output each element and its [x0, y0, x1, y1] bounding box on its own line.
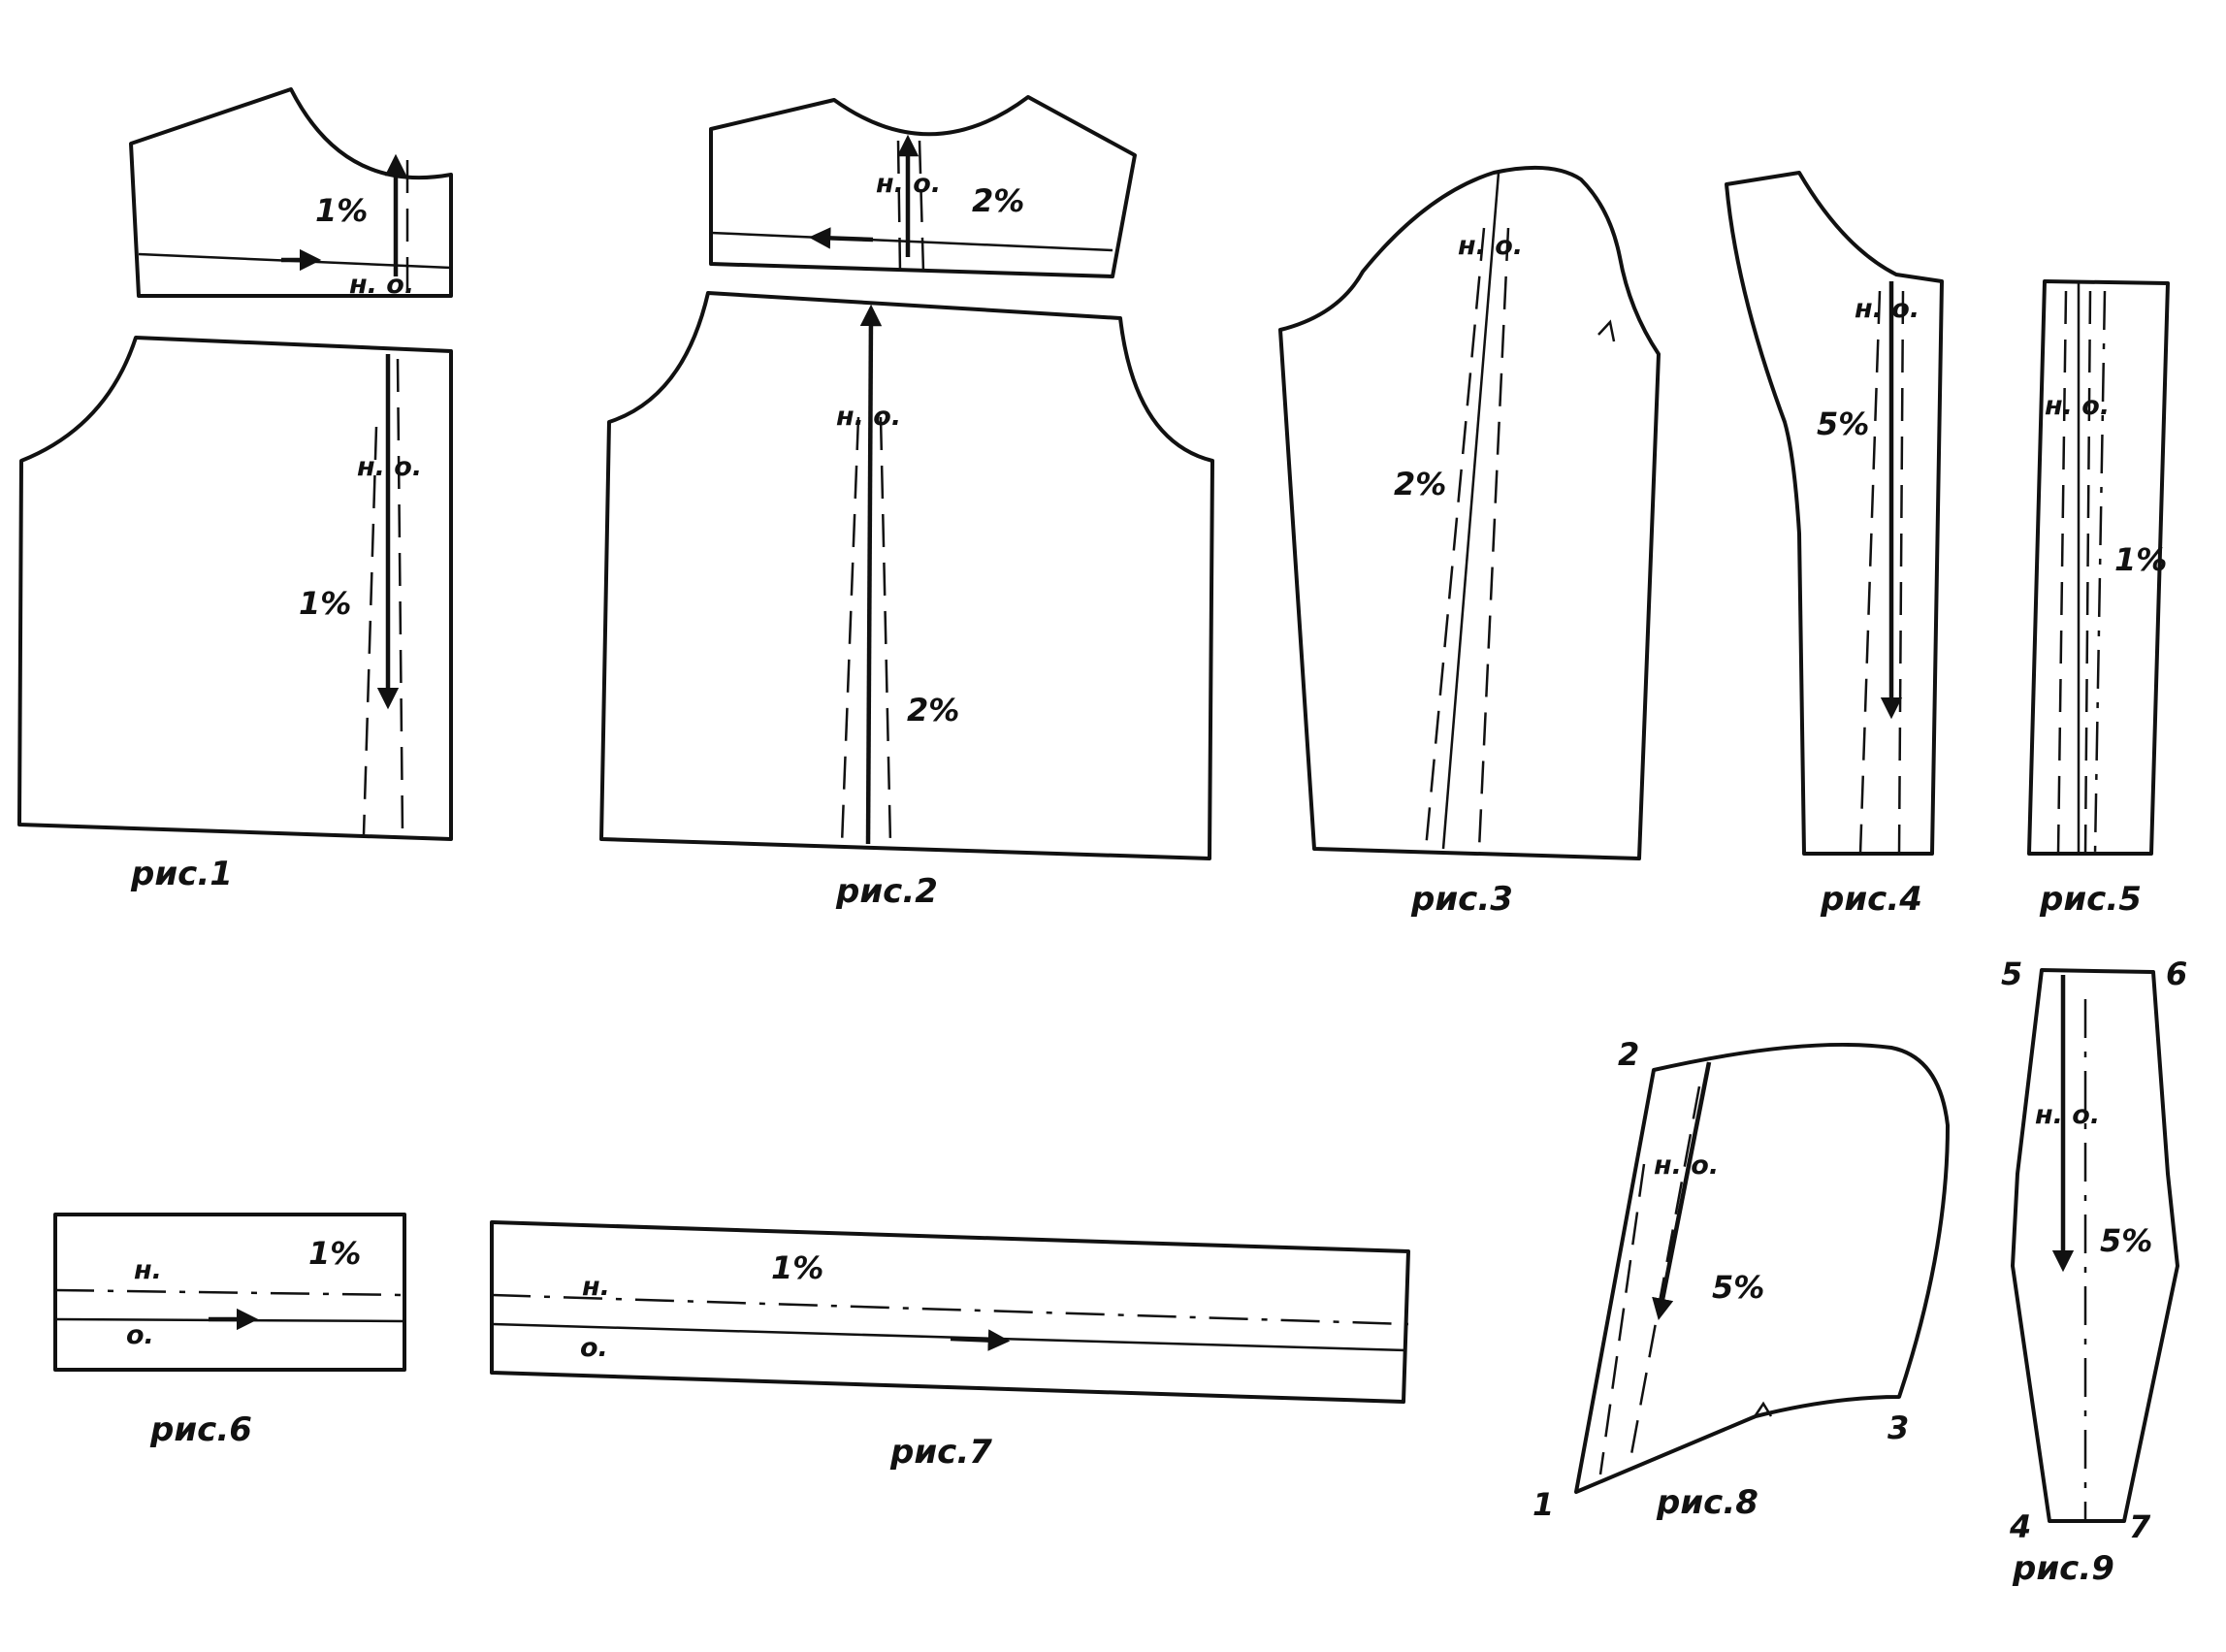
figure-2: н. о. 2% н. о. 2% рис.2 — [599, 95, 1214, 911]
fig3-label-2: 2% — [1394, 466, 1446, 502]
fig3-grain-line — [1441, 172, 1500, 850]
figure-4: н. о. 5% рис.4 — [1725, 171, 1944, 919]
fig8-outline — [1574, 1042, 1950, 1494]
fig8-label-1: н. о. — [1654, 1150, 1719, 1181]
figure-6: н. о. 1% рис.6 — [53, 1213, 406, 1449]
fig8-point-3: 3 — [1887, 1409, 1909, 1446]
fig1-back-outline — [17, 336, 453, 841]
fig6-caption: рис.6 — [149, 1410, 252, 1449]
fig8-point-2: 2 — [1618, 1036, 1639, 1073]
fig5-caption: рис.5 — [2039, 880, 2142, 919]
fig2-label-3: н. о. — [836, 402, 901, 432]
figure-7: н. о. 1% рис.7 — [490, 1220, 1410, 1472]
fig7-caption: рис.7 — [889, 1433, 992, 1472]
fig8-grain-line — [1652, 1061, 1712, 1321]
fig3-caption: рис.3 — [1410, 880, 1513, 919]
fig6-label-2: о. — [126, 1320, 154, 1350]
figure-8: н. о. 5% 1 2 3 рис.8 — [1532, 1036, 1950, 1523]
fig7-label-3: 1% — [771, 1249, 823, 1286]
fig4-caption: рис.4 — [1820, 880, 1922, 919]
fig9-point-6: 6 — [2166, 956, 2187, 992]
fig7-grain-arrow — [950, 1329, 1011, 1351]
fig3-sleeve-outline — [1278, 165, 1661, 860]
fig2-front-grain-line — [859, 304, 883, 845]
fig2-label-1: н. о. — [876, 169, 941, 199]
fig8-label-2: 5% — [1712, 1269, 1764, 1306]
fig2-label-4: 2% — [907, 692, 959, 729]
fig9-point-7: 7 — [2129, 1508, 2151, 1545]
fig9-point-4: 4 — [2009, 1508, 2031, 1545]
fig2-front-outline — [599, 291, 1214, 860]
fig8-caption: рис.8 — [1656, 1483, 1758, 1522]
figure-5: н. о. 1% рис.5 — [2027, 279, 2170, 919]
fig3-label-1: н. о. — [1458, 231, 1523, 261]
fig2-caption: рис.2 — [835, 872, 938, 911]
fig9-point-5: 5 — [2001, 956, 2022, 992]
fig1-label-2: н. о. — [349, 270, 414, 300]
fig9-label-2: 5% — [2100, 1222, 2152, 1259]
fig1-label-4: 1% — [299, 585, 351, 622]
figure-9: н. о. 5% 4 5 6 7 рис.9 — [2001, 956, 2187, 1588]
fig7-label-1: н. — [582, 1272, 610, 1302]
fig8-point-1: 1 — [1532, 1486, 1554, 1523]
figure-3: н. о. 2% рис.3 — [1278, 165, 1661, 919]
fig4-outline — [1725, 171, 1944, 856]
fig6-outline — [53, 1213, 406, 1372]
fig6-label-1: н. — [134, 1255, 162, 1285]
fig4-label-1: н. о. — [1855, 294, 1920, 324]
fig1-caption: рис.1 — [130, 855, 233, 893]
figure-1: 1% н. о. н. о. 1% рис.1 — [17, 87, 453, 893]
fig9-outline — [2011, 968, 2179, 1523]
fig6-label-3: 1% — [308, 1235, 361, 1272]
fig5-outline — [2027, 279, 2170, 856]
fig2-yoke-outline — [709, 95, 1137, 278]
fig1-label-3: н. о. — [357, 452, 422, 482]
fig4-label-2: 5% — [1817, 405, 1869, 442]
fig2-label-2: 2% — [972, 182, 1024, 219]
fig1-label-1: 1% — [315, 192, 368, 229]
fig9-caption: рис.9 — [2012, 1549, 2114, 1588]
fig5-label-2: 1% — [2114, 541, 2167, 578]
fig1-yoke-outline — [129, 87, 453, 298]
fig7-outline — [490, 1220, 1410, 1404]
fig5-label-1: н. о. — [2045, 391, 2110, 421]
fig9-label-1: н. о. — [2035, 1100, 2100, 1130]
fig7-label-2: о. — [580, 1333, 608, 1363]
